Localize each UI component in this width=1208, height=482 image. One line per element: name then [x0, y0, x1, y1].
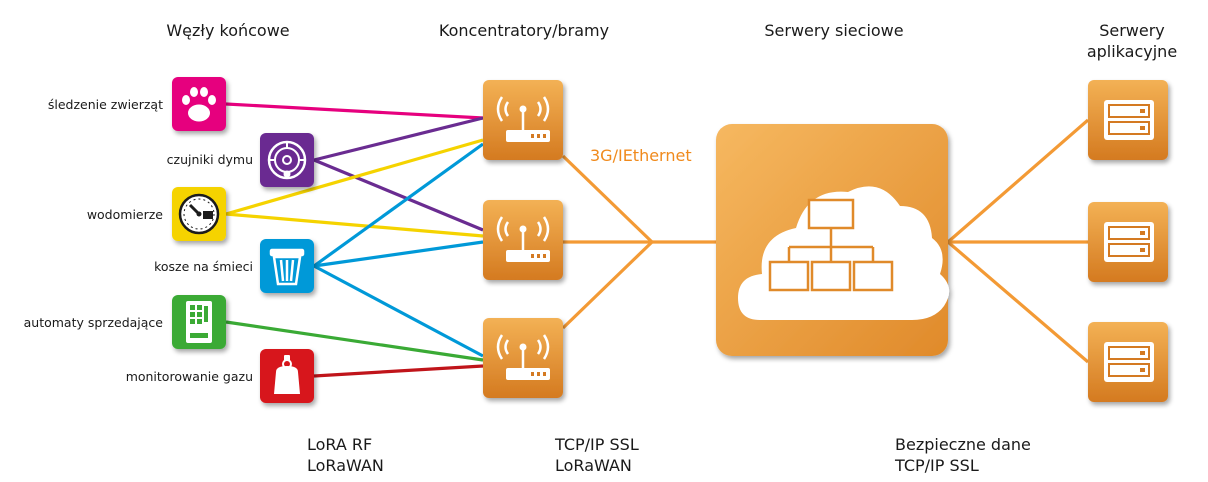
paw-icon [182, 87, 216, 122]
water-meter-icon [178, 193, 220, 235]
label-vending-machines: automaty sprzedające [23, 315, 163, 330]
header-app-servers: Serwery aplikacyjne [1068, 20, 1196, 62]
gateway-1 [483, 80, 563, 160]
end-node-links [225, 102, 484, 378]
footer-secure-data: Bezpieczne dane TCP/IP SSL [895, 434, 1031, 476]
footer-tcp-line1: TCP/IP SSL [555, 435, 639, 454]
footer-secure-line1: Bezpieczne dane [895, 435, 1031, 454]
trash-bin-icon [269, 248, 305, 286]
gateway-3 [483, 318, 563, 398]
gateway-links [561, 154, 716, 330]
app-server-1 [1088, 80, 1168, 160]
end-node-vending [172, 295, 226, 349]
antenna-icon [496, 334, 550, 380]
antenna-icon [496, 96, 550, 142]
antenna-icon [496, 216, 550, 262]
header-app-servers-line1: Serwery [1099, 21, 1165, 40]
footer-lora-line1: LoRA RF [307, 435, 373, 454]
end-node-smoke [260, 133, 314, 187]
gateway-2 [483, 200, 563, 280]
server-rack-icon [1104, 342, 1154, 382]
label-animal-tracking: śledzenie zwierząt [47, 97, 163, 112]
end-node-gas [260, 349, 314, 403]
smoke-detector-icon [267, 140, 307, 180]
footer-lora-line2: LoRaWAN [307, 456, 384, 475]
app-server-2 [1088, 202, 1168, 282]
server-rack-icon [1104, 222, 1154, 262]
server-rack-icon [1104, 100, 1154, 140]
footer-tcp-line2: LoRaWAN [555, 456, 632, 475]
end-node-paw [172, 77, 226, 131]
app-server-3 [1088, 322, 1168, 402]
footer-secure-line2: TCP/IP SSL [895, 456, 979, 475]
network-hierarchy-icon [768, 198, 894, 292]
label-gas-monitoring: monitorowanie gazu [125, 369, 253, 384]
label-smoke-detectors: czujniki dymu [166, 152, 253, 167]
footer-tcp: TCP/IP SSL LoRaWAN [555, 434, 639, 476]
server-links [946, 118, 1090, 364]
header-network-servers: Serwery sieciowe [764, 21, 904, 40]
link-label-3g-ethernet: 3G/IEthernet [590, 146, 692, 165]
gas-cylinder-icon [274, 355, 300, 394]
end-node-water-meter [172, 187, 226, 241]
end-node-trash-bin [260, 239, 314, 293]
vending-machine-icon [186, 301, 212, 343]
header-gateways: Koncentratory/bramy [438, 21, 610, 40]
network-server [716, 124, 950, 356]
footer-lora: LoRA RF LoRaWAN [307, 434, 384, 476]
header-app-servers-line2: aplikacyjne [1086, 42, 1178, 61]
label-water-meters: wodomierze [86, 207, 163, 222]
header-end-nodes: Węzły końcowe [166, 21, 290, 40]
label-trash-bins: kosze na śmieci [154, 259, 253, 274]
